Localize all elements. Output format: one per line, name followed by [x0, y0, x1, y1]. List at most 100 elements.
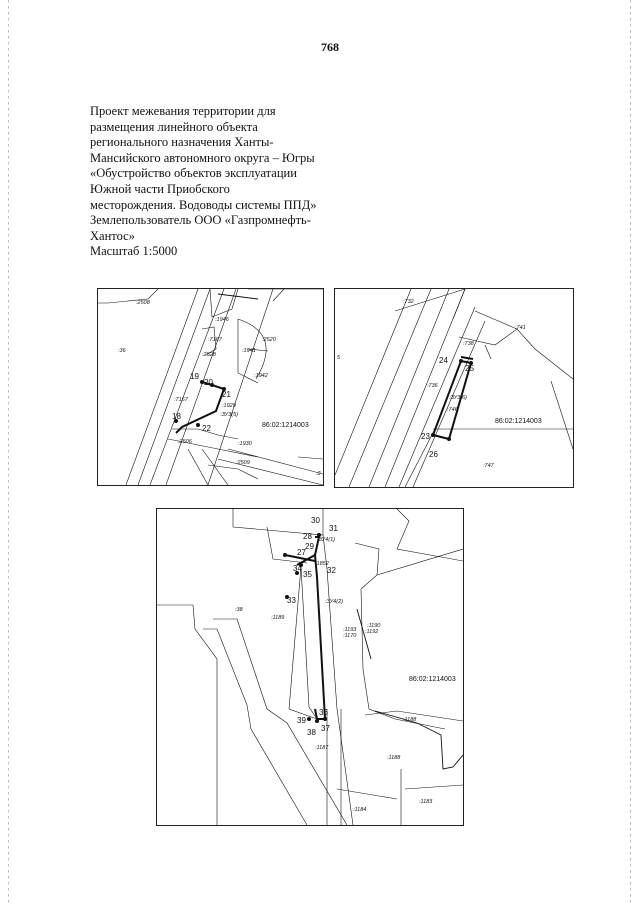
parcel-label: :1941: [242, 348, 256, 354]
parcel-label: :1192: [365, 629, 378, 635]
right-edge-scan-marks: [630, 0, 631, 905]
map-3-boundary: [283, 533, 327, 723]
title-line: Хантос»: [90, 228, 135, 243]
parcel-label: :2506: [178, 439, 193, 445]
document-title: Проект межевания территории для размещен…: [90, 104, 350, 260]
survey-point-marker: [222, 387, 226, 391]
survey-point-marker: [307, 717, 311, 721]
parcel-label: :2520: [262, 337, 277, 343]
map-fragment-2: :732 :741 :738 :736 :ЗУ3(6) :746 :747 5 …: [334, 288, 574, 488]
survey-point-marker: [459, 359, 463, 363]
point-number: 26: [429, 450, 438, 459]
point-number: 29: [305, 542, 314, 551]
parcel-label: :7167: [208, 337, 223, 343]
parcel-label: :741: [515, 325, 526, 331]
parcel-label: :736: [427, 383, 439, 389]
parcel-label: :738: [463, 341, 475, 347]
cadastral-quarter-number: 86:02:1214003: [495, 418, 542, 425]
parcel-label: :1930: [238, 441, 253, 447]
survey-point-marker: [283, 553, 287, 557]
point-number: 27: [297, 548, 306, 557]
survey-point-marker: [469, 361, 473, 365]
point-number: 23: [421, 432, 430, 441]
map-3-linework: [157, 509, 463, 825]
point-number: 22: [202, 424, 211, 433]
point-number: 31: [329, 524, 338, 533]
title-line: Землепользователь ООО «Газпромнефть-: [90, 213, 311, 228]
point-number: 28: [303, 532, 312, 541]
parcel-label: :1942: [254, 373, 268, 379]
map-2-linework: [335, 289, 573, 487]
parcel-label: :732: [403, 299, 414, 305]
map-3-drawing: :ЗУ4(1) :1852 :38 :1189 :ЗУ4(2) :1190 :1…: [157, 509, 463, 825]
parcel-label: :1188: [387, 755, 401, 761]
parcel-label: :1189: [271, 615, 284, 621]
parcel-label: :1184: [353, 807, 366, 813]
map-fragment-3: :ЗУ4(1) :1852 :38 :1189 :ЗУ4(2) :1190 :1…: [156, 508, 464, 826]
parcel-label: :1193: [343, 627, 357, 633]
parcel-label: :1946: [215, 317, 230, 323]
parcel-label: :36: [118, 348, 127, 354]
map-fragment-1: :2508 :36 :1946 :7167 :1941 :2520 :2528 …: [97, 288, 324, 486]
map-1-boundary: [174, 380, 226, 434]
map-3-labels: :ЗУ4(1) :1852 :38 :1189 :ЗУ4(2) :1190 :1…: [235, 516, 456, 813]
cadastral-quarter-number: 86:02:1214003: [262, 422, 309, 429]
parcel-label: :746: [447, 407, 459, 413]
point-number: 20: [204, 378, 213, 387]
parcel-label: 5: [337, 355, 341, 361]
point-number: 19: [190, 372, 199, 381]
point-number: 38: [307, 728, 316, 737]
point-number: 32: [327, 566, 336, 575]
parcel-label: :2509: [236, 460, 250, 466]
point-number: 25: [465, 364, 474, 373]
parcel-label: :ЗУ4(2): [325, 599, 343, 605]
survey-point-marker: [285, 595, 289, 599]
survey-point-marker: [210, 383, 214, 387]
point-number: 24: [439, 356, 448, 365]
parcel-label: :2: [316, 471, 321, 477]
survey-point-marker: [323, 717, 327, 721]
parcel-label: :1187: [315, 745, 329, 751]
survey-point-marker: [299, 563, 303, 567]
point-number: 35: [303, 570, 312, 579]
map-1-linework: [98, 289, 323, 485]
point-number: 37: [321, 724, 330, 733]
survey-point-marker: [317, 533, 321, 537]
parcel-label: :1929: [222, 403, 236, 409]
parcel-label: :1170: [343, 633, 357, 639]
survey-point-marker: [174, 419, 178, 423]
point-number: 34: [293, 564, 302, 573]
title-line: Проект межевания территории для: [90, 104, 276, 118]
map-2-labels: :732 :741 :738 :736 :ЗУ3(6) :746 :747 5 …: [337, 299, 542, 469]
page-number: 768: [321, 40, 339, 54]
title-line: месторождения. Водоводы системы ППД»: [90, 197, 317, 212]
parcel-label: :ЗУ4(1): [317, 537, 335, 543]
point-number: 30: [311, 516, 320, 525]
parcel-label: :1190: [367, 623, 381, 629]
parcel-label: :2528: [202, 352, 217, 358]
survey-point-marker: [431, 433, 435, 437]
parcel-label: :7167: [174, 397, 189, 403]
left-edge-scan-marks: [8, 0, 9, 905]
point-number: 18: [172, 412, 181, 421]
title-line: Мансийского автономного округа – Югры: [90, 150, 315, 165]
parcel-label: :2508: [136, 300, 151, 306]
title-line: размещения линейного объекта: [90, 119, 258, 134]
survey-point-marker: [200, 380, 204, 384]
title-line: «Обустройство объектов эксплуатации: [90, 166, 297, 181]
survey-point-marker: [447, 437, 451, 441]
parcel-label: :1183: [419, 799, 433, 805]
parcel-label: :747: [483, 463, 495, 469]
map-2-boundary: [431, 356, 474, 441]
title-line: регионального назначения Ханты-: [90, 135, 274, 150]
title-line: Южной части Приобского: [90, 181, 230, 196]
point-number: 21: [222, 390, 231, 399]
parcel-label: :1852: [315, 561, 329, 567]
point-number: 36: [319, 708, 328, 717]
survey-point-marker: [295, 571, 299, 575]
survey-point-marker: [196, 423, 200, 427]
scale-line: Масштаб 1:5000: [90, 244, 178, 259]
cadastral-quarter-number: 86:02:1214003: [409, 676, 456, 683]
point-number: 33: [287, 596, 296, 605]
parcel-label: :ЗУ3(5): [220, 412, 238, 418]
